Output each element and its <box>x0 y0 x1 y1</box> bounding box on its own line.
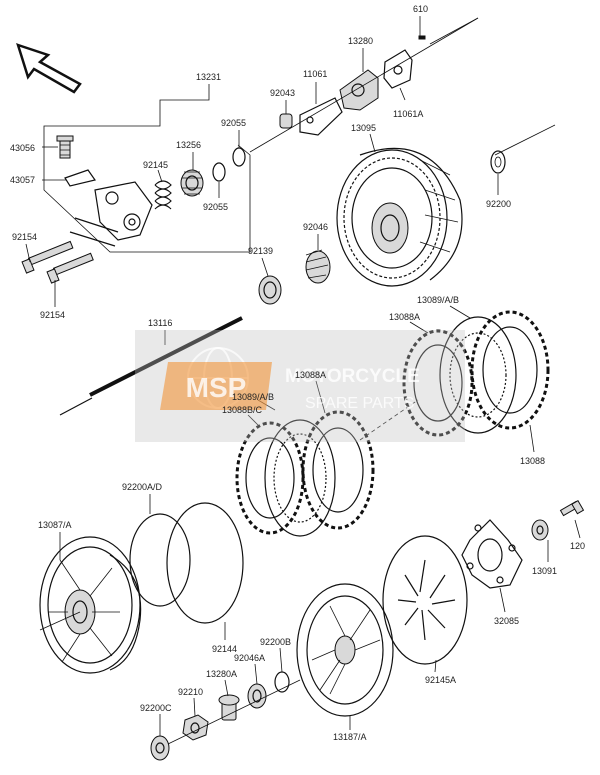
part-label: 13116 <box>148 318 172 328</box>
part-label: 11061 <box>303 69 327 79</box>
part-label: 92055 <box>203 202 228 212</box>
gasket-11061a <box>383 49 413 89</box>
washer-92200c <box>150 735 170 761</box>
part-label: 92144 <box>212 644 237 654</box>
part-label: 43057 <box>10 175 35 185</box>
part-label: 13088 <box>520 456 545 466</box>
o-ring-92055-a <box>232 147 246 167</box>
part-label: 92154 <box>12 232 37 242</box>
part-label: 13231 <box>196 72 221 82</box>
part-label: 92145 <box>143 160 168 170</box>
friction-plate-13088a-right <box>402 329 474 437</box>
part-label: 92200 <box>486 199 511 209</box>
part-label: 92055 <box>221 118 246 128</box>
part-label: 92154 <box>40 310 65 320</box>
spring-92145 <box>154 180 172 210</box>
part-label: 43056 <box>10 143 35 153</box>
part-label: 13089/A/B <box>417 295 459 305</box>
gasket-11061 <box>299 97 343 136</box>
bolt-610 <box>418 35 426 40</box>
part-label: 92210 <box>178 687 203 697</box>
pressure-plate-13187 <box>296 583 394 717</box>
cover-13280 <box>339 69 379 111</box>
part-label: 13091 <box>532 566 557 576</box>
part-label: 92200A/D <box>122 482 163 492</box>
friction-plate-13088-right <box>470 310 550 430</box>
part-label: 92200C <box>140 703 172 713</box>
pin-92043 <box>279 113 293 129</box>
washer-13091 <box>531 519 549 541</box>
part-label: 13095 <box>351 123 376 133</box>
collar-13280a <box>218 694 240 721</box>
diaphragm-spring-92145a <box>382 535 468 665</box>
watermark-logo: MSP <box>186 372 247 403</box>
part-label: 13089/A/B <box>232 392 274 402</box>
bolt-92154-b <box>46 252 94 284</box>
o-ring-92055-b <box>212 162 226 182</box>
part-label: 13088B/C <box>222 405 263 415</box>
part-label: 13187/A <box>333 732 367 742</box>
part-label: 32085 <box>494 616 519 626</box>
bearing-13256 <box>180 169 204 197</box>
part-label: 13280 <box>348 36 373 46</box>
part-label: 11061A <box>393 109 423 119</box>
ring-92144 <box>166 502 244 624</box>
needle-bearing-92046a <box>247 683 267 709</box>
ring-92200a-d <box>129 513 191 607</box>
clutch-housing-13095 <box>336 147 463 287</box>
part-label: 92200B <box>260 637 291 647</box>
part-label: 13280A <box>206 669 237 679</box>
part-label: 92145A <box>425 675 456 685</box>
part-label: 13088A <box>389 312 420 322</box>
direction-arrow-icon <box>16 43 82 94</box>
plate-32085 <box>461 519 523 589</box>
needle-bearing-92046 <box>305 249 331 284</box>
part-labels: 610 13280 11061 13231 92043 11061A 92055… <box>10 4 585 742</box>
washer-92200 <box>490 150 506 174</box>
part-label: 13087/A <box>38 520 72 530</box>
watermark-brand: MOTORCYCLE <box>285 366 420 387</box>
leader-lines <box>25 16 581 736</box>
part-label: 610 <box>413 4 428 14</box>
bolt-120 <box>559 499 585 517</box>
collar-92139 <box>258 275 282 305</box>
part-label: 92043 <box>270 88 295 98</box>
part-label: 92139 <box>248 246 273 256</box>
friction-plate-13088a-left <box>301 410 375 530</box>
steel-plate-13089-left <box>264 419 336 537</box>
part-label: 13256 <box>176 140 201 150</box>
watermark: MSP MOTORCYCLE SPARE PARTS <box>135 330 465 442</box>
bolt-43056 <box>56 135 74 159</box>
steel-plate-13089-right <box>439 316 517 434</box>
assembly-frame <box>43 84 251 253</box>
nut-92210 <box>182 714 209 741</box>
clutch-lever-assembly <box>69 181 153 247</box>
part-label: 92046A <box>234 653 265 663</box>
watermark-tagline: SPARE PARTS <box>305 395 414 412</box>
clutch-hub-13087 <box>39 536 142 674</box>
part-label: 13088A <box>295 370 326 380</box>
push-rod-13116 <box>59 316 243 416</box>
part-label: 92046 <box>303 222 328 232</box>
part-label: 120 <box>570 541 585 551</box>
clip-43057 <box>64 169 96 187</box>
